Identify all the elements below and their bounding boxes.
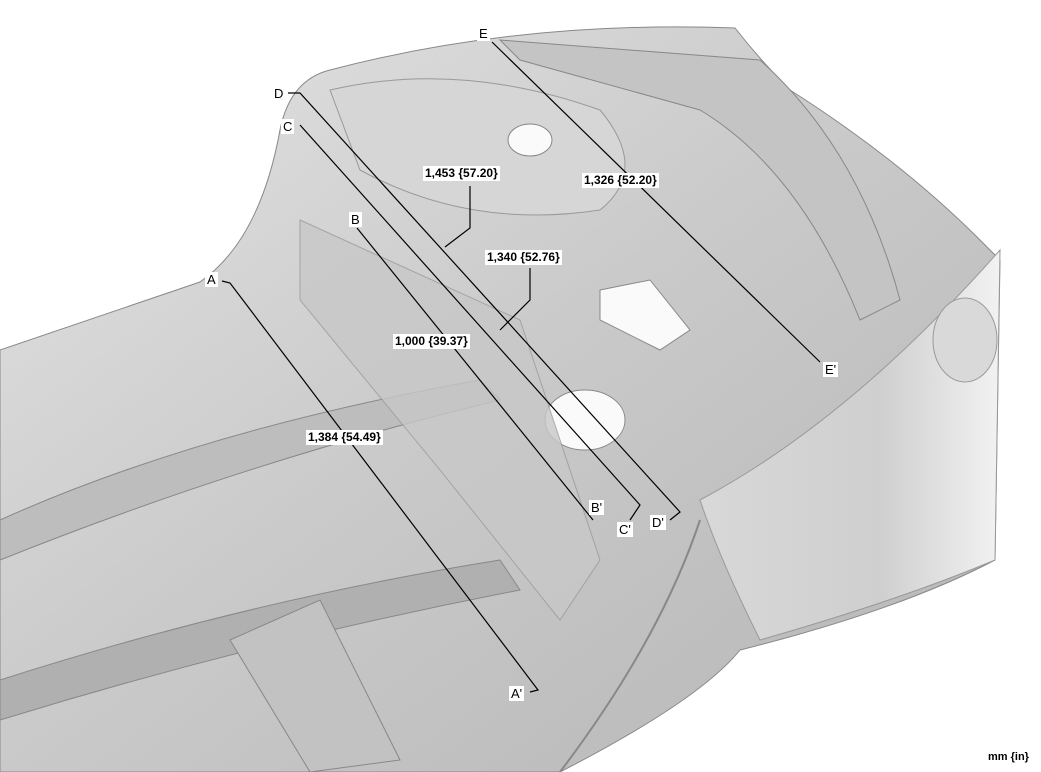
dimension-1453: 1,453 {57.20} — [423, 166, 500, 181]
side-member — [229, 599, 401, 772]
point-c-label: C — [281, 119, 295, 134]
point-e-prime-label: E' — [823, 362, 839, 377]
trunk-floor — [329, 78, 626, 216]
point-b-prime-label: B' — [589, 500, 605, 515]
point-d-prime-label: D' — [650, 515, 666, 530]
point-e-label: E — [477, 26, 490, 41]
leader-1340 — [499, 268, 531, 331]
wheel-arch — [559, 519, 701, 772]
rear-cross-member — [498, 39, 901, 321]
dim-line-c — [299, 124, 641, 521]
rear-fender — [699, 248, 1001, 641]
leader-1453 — [444, 186, 471, 248]
dimension-1384: 1,384 {54.49} — [306, 430, 383, 445]
fuel-lid — [932, 297, 998, 383]
dimension-1000: 1,000 {39.37} — [393, 334, 470, 349]
dim-line-a — [221, 280, 540, 693]
dim-line-e — [491, 41, 821, 363]
spare-tire-hole — [507, 123, 553, 157]
point-a-prime-label: A' — [509, 686, 525, 701]
dim-line-b — [356, 227, 594, 521]
rear-panel — [299, 219, 601, 621]
dimension-1340: 1,340 {52.76} — [485, 250, 562, 265]
point-b-label: B — [349, 212, 362, 227]
floor-opening — [599, 279, 691, 351]
unit-note: mm {in} — [988, 751, 1029, 763]
point-a-label: A — [205, 272, 218, 287]
dimension-lines — [221, 41, 821, 693]
point-d-label: D — [272, 86, 286, 101]
dim-line-d — [288, 92, 681, 521]
point-c-prime-label: C' — [617, 522, 633, 537]
dimension-1326: 1,326 {52.20} — [582, 173, 659, 188]
